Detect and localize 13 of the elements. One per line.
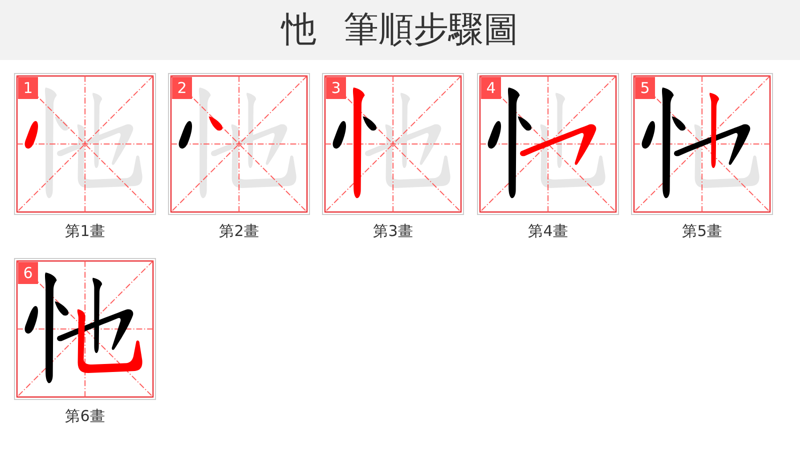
step-number: 4	[481, 77, 501, 99]
step-caption: 第6畫	[65, 407, 105, 425]
step-caption: 第5畫	[682, 222, 722, 240]
step-caption: 第1畫	[65, 222, 105, 240]
step-number: 2	[172, 77, 192, 99]
step-number: 3	[326, 77, 346, 99]
step-number: 6	[18, 262, 38, 284]
step-caption: 第3畫	[373, 222, 413, 240]
step-number: 5	[635, 77, 655, 99]
step-caption: 第4畫	[528, 222, 568, 240]
step-number: 1	[18, 77, 38, 99]
page-title: 忚 筆順步驟圖	[282, 9, 518, 51]
step-caption: 第2畫	[219, 222, 259, 240]
